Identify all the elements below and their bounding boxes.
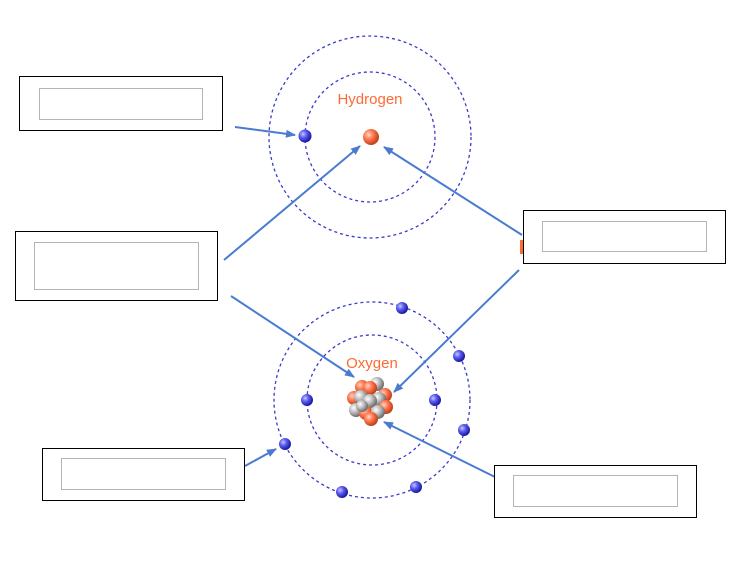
arrow-to-oxygen-nucleus-right (393, 269, 520, 393)
hydrogen-nucleus (363, 129, 379, 145)
hydrogen-atom: Hydrogen (268, 35, 472, 239)
hydrogen-electron (298, 129, 312, 143)
oxygen-outer-electron-bottom-right (410, 481, 422, 493)
oxygen-outer-electron-top (396, 302, 408, 314)
oxygen-outer-electron-bottom-left (336, 486, 348, 498)
label-box-nuclei (15, 231, 218, 301)
oxygen-label: Oxygen (346, 355, 398, 372)
arrow-to-oxygen-nucleus-bottom (383, 421, 498, 479)
hydrogen-label: Hydrogen (337, 91, 402, 108)
arrow-to-oxygen-electron (244, 448, 277, 467)
label-box-oxygen-electron (42, 448, 245, 501)
hidden-marker-right (520, 240, 524, 254)
label-box-right-nuclei (523, 210, 726, 264)
label-input-oxygen-electron[interactable] (61, 458, 226, 490)
label-box-oxygen-nucleus (494, 465, 697, 518)
label-input-oxygen-nucleus[interactable] (513, 475, 678, 507)
oxygen-outer-electron-lower-right (458, 424, 470, 436)
pointer-arrows (223, 126, 523, 479)
oxygen-outer-electron-left (279, 438, 291, 450)
oxygen-nucleus (347, 377, 393, 426)
label-input-nuclei[interactable] (34, 242, 199, 290)
label-input-right-nuclei[interactable] (542, 221, 707, 252)
oxygen-outer-electron-upper-right (453, 350, 465, 362)
oxygen-inner-electron-right (429, 394, 441, 406)
arrow-to-oxygen-nucleus-left (230, 295, 355, 378)
label-input-hydrogen-electron[interactable] (39, 88, 203, 120)
hydrogen-inner-orbit (304, 71, 436, 203)
oxygen-outer-orbit (273, 301, 471, 499)
oxygen-inner-electron-left (301, 394, 313, 406)
label-box-hydrogen-electron (19, 76, 223, 131)
arrow-to-hydrogen-nucleus-right (383, 146, 523, 236)
arrow-to-hydrogen-nucleus-left (223, 145, 361, 261)
hydrogen-outer-orbit (268, 35, 472, 239)
arrow-to-hydrogen-electron (234, 126, 296, 138)
oxygen-atom: Oxygen (273, 301, 471, 499)
